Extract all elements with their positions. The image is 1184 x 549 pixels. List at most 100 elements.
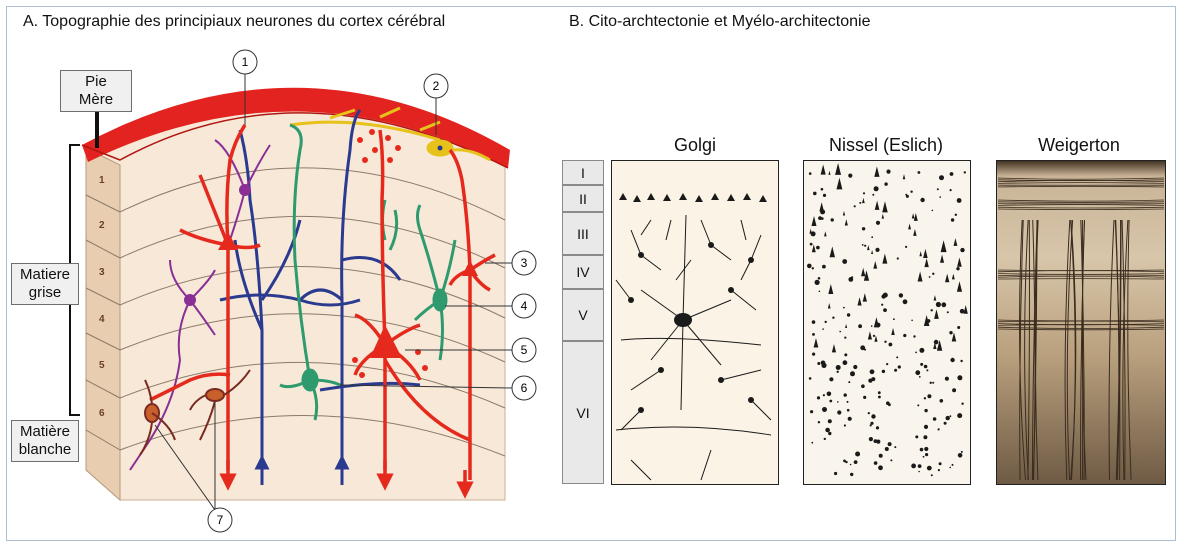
nissel-cell <box>828 431 832 436</box>
nissel-cell <box>858 324 862 329</box>
nissel-cell <box>835 162 842 175</box>
nissel-cell <box>878 453 883 458</box>
nissel-cell <box>842 360 848 366</box>
nissel-cell <box>817 362 821 365</box>
nissel-cell <box>897 365 901 369</box>
nissel-cell <box>957 326 961 329</box>
nissel-cell <box>834 471 838 476</box>
nissel-cell <box>932 272 935 275</box>
myelin-fiber <box>1027 219 1030 481</box>
nissel-cell <box>937 469 940 472</box>
nissel-cell <box>882 253 888 264</box>
nissel-cell <box>961 402 964 405</box>
strip-number-4: 4 <box>99 314 105 325</box>
nissel-cell <box>829 399 833 403</box>
nissel-cell <box>944 376 949 381</box>
nissel-cell <box>883 308 887 312</box>
nissel-cell <box>898 293 904 298</box>
panel-b-title: B. Cito-archtectonie et Myélo-architecto… <box>569 13 871 30</box>
nissel-cell <box>917 464 922 468</box>
nissel-cell <box>872 193 875 196</box>
nissel-cell <box>950 218 955 222</box>
nissel-cell <box>919 347 925 353</box>
nissel-cell <box>923 424 929 429</box>
nissel-cell <box>820 360 826 366</box>
nissel-cell <box>847 416 852 421</box>
nissel-cell <box>939 196 941 198</box>
nissel-cell <box>846 408 850 412</box>
nissel-cell <box>935 301 941 308</box>
myelin-fiber <box>997 182 1165 184</box>
myelin-fiber <box>1114 219 1121 481</box>
nissel-cell <box>890 459 893 462</box>
nissel-cell <box>915 351 917 354</box>
polymorph-cells <box>139 369 251 456</box>
nissel-cell <box>911 319 913 322</box>
nissel-cell <box>951 463 954 466</box>
dendrite-tufts <box>352 129 428 378</box>
nissel-cell <box>963 171 966 174</box>
pyramidal-soma-3 <box>462 260 478 276</box>
myelin-fiber <box>997 270 1165 273</box>
pia-mater <box>82 87 510 168</box>
myelin-fiber <box>1032 219 1036 481</box>
nissel-cell <box>809 242 813 246</box>
nissel-cell <box>873 439 878 443</box>
nissel-cell <box>853 460 858 464</box>
nissel-cell <box>918 470 920 473</box>
nissel-cell <box>867 331 872 340</box>
nissel-cell <box>873 317 879 328</box>
svg-text:2: 2 <box>433 79 440 93</box>
nissel-cell <box>915 370 921 376</box>
nissel-cell <box>875 426 880 430</box>
myelin-fiber <box>1127 219 1132 481</box>
nissel-cell <box>810 410 814 414</box>
nissel-cell <box>926 369 929 372</box>
nissel-cell <box>835 365 841 370</box>
nissel-cell <box>927 394 932 399</box>
nissel-cell <box>810 231 816 237</box>
nissel-cell <box>949 466 951 469</box>
nissel-cell <box>884 182 888 186</box>
svg-text:7: 7 <box>217 513 224 527</box>
nissel-cell <box>923 314 930 327</box>
nissel-cell <box>874 335 878 342</box>
nissel-cell <box>960 247 965 253</box>
nissel-cell <box>882 292 888 298</box>
nissel-cell <box>819 202 824 212</box>
nissel-cell <box>824 320 827 324</box>
nissel-cell <box>812 333 815 336</box>
nissel-cell <box>855 451 861 457</box>
nissel-cell <box>822 394 825 397</box>
nissel-cell <box>848 381 851 384</box>
nissel-cell <box>915 435 919 439</box>
nissel-cell <box>954 213 957 216</box>
nissel-cell <box>867 412 870 415</box>
nissel-cell <box>875 247 880 252</box>
nissel-cell <box>868 437 873 442</box>
nissel-cell <box>872 334 876 337</box>
layer-label-IV: IV <box>562 255 604 289</box>
nissel-cell <box>862 192 866 195</box>
nissel-cell <box>913 228 917 236</box>
nissel-cell <box>923 248 928 258</box>
nissel-cell <box>884 447 889 451</box>
grey-matter-label: Matiere grise <box>11 263 79 305</box>
nissel-cell <box>886 363 889 366</box>
cortex-side-face <box>85 147 121 502</box>
nissel-cell <box>902 174 906 180</box>
nissel-cell <box>924 258 929 268</box>
nissel-cell <box>836 370 839 373</box>
nissel-cell <box>870 325 873 327</box>
nissel-cell <box>860 345 866 351</box>
callout-2: 2 <box>423 73 449 99</box>
nissel-cell <box>957 375 963 381</box>
myelin-fiber <box>1070 219 1077 481</box>
nissel-cell <box>956 281 963 292</box>
nissel-cell <box>824 231 827 237</box>
nissel-cell <box>887 442 892 447</box>
layer-label-V: V <box>562 289 604 341</box>
nissel-cell <box>816 396 821 400</box>
nissel-cell <box>905 245 908 248</box>
svg-text:5: 5 <box>521 343 528 357</box>
